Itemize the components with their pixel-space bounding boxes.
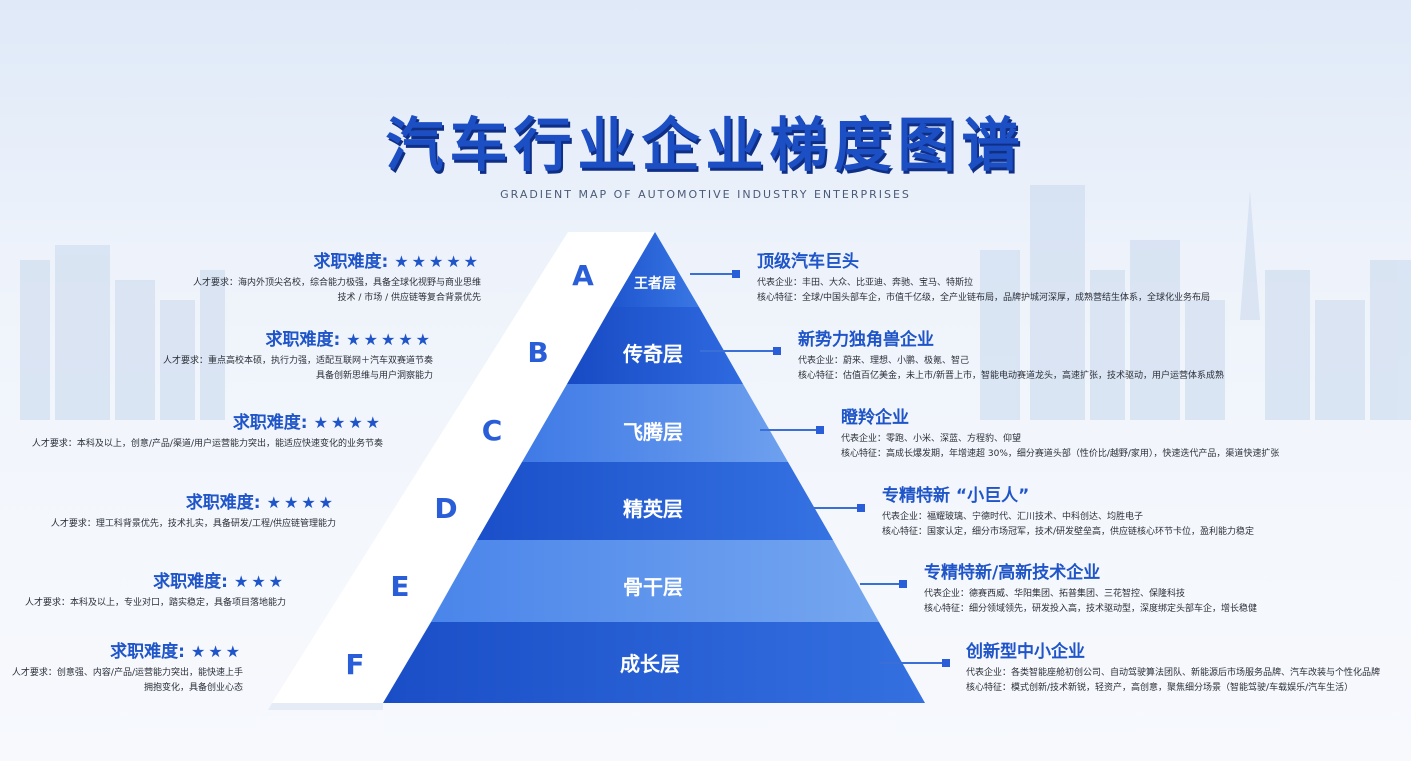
representatives-line: 代表企业：德赛西威、华阳集团、拓普集团、三花智控、保隆科技 [924,589,1186,599]
tier-b-description: 新势力独角兽企业 代表企业：蔚来、理想、小鹏、极氪、智己 核心特征：估值百亿美金… [798,325,1224,384]
requirement-line: 人才要求：本科及以上，创意/产品/渠道/用户运营能力突出，能适应快速变化的业务节… [31,439,383,449]
features-line: 核心特征：细分领域领先，研发投入高，技术驱动型，深度绑定头部车企，增长稳健 [924,604,1258,614]
difficulty-label: 求职难度: [110,642,185,662]
difficulty-label: 求职难度: [185,493,261,513]
tier-a-name: 王者层 [634,276,676,292]
requirement-line: 人才要求：本科及以上，专业对口，踏实稳定，具备项目落地能力 [24,598,286,608]
tier-c-description: 瞪羚企业 代表企业：零跑、小米、深蓝、方程豹、仰望 核心特征：高成长爆发期，年增… [841,403,1279,462]
features-line: 核心特征：高成长爆发期，年增速超 30%，细分赛道头部（性价比/越野/家用），快… [841,449,1280,459]
tier-e-name: 骨干层 [623,575,683,599]
representatives-line: 代表企业：各类智能座舱初创公司、自动驾驶算法团队、新能源后市场服务品牌、汽车改装… [966,668,1381,678]
tier-f-letter: F [345,648,364,681]
difficulty-stars: ★★★ [190,642,243,661]
difficulty-label: 求职难度: [265,330,341,350]
tier-c-requirements: 求职难度: ★★★★ 人才要求：本科及以上，创意/产品/渠道/用户运营能力突出，能… [32,408,383,452]
tier-a-letter: A [572,259,594,292]
requirement-line: 人才要求：海内外顶尖名校，综合能力极强，具备全球化视野与商业思维 [192,278,481,288]
tier-c-letter: C [482,414,503,447]
difficulty-label: 求职难度: [313,252,389,272]
representatives-line: 代表企业：零跑、小米、深蓝、方程豹、仰望 [841,434,1022,444]
requirement-line: 拥抱变化，具备创业心态 [143,683,243,693]
representatives-line: 代表企业：蔚来、理想、小鹏、极氪、智己 [798,356,970,366]
tier-a-requirements: 求职难度: ★★★★★ 人才要求：海内外顶尖名校，综合能力极强，具备全球化视野与商… [193,247,481,306]
page-title: 汽车行业企业梯度图谱 [385,111,1026,179]
tier-c-shape [522,384,788,462]
difficulty-stars: ★★★★★ [346,330,433,349]
difficulty-stars: ★★★★★ [394,252,481,271]
tier-c-name: 飞腾层 [623,420,683,444]
category-title: 专精特新/高新技术企业 [924,563,1101,583]
tier-b-shape [567,307,743,384]
requirement-line: 人才要求：创意强、内容/产品/运营能力突出，能快速上手 [11,668,243,678]
difficulty-label: 求职难度: [153,572,228,592]
tier-f-shape [383,622,925,703]
category-title: 新势力独角兽企业 [798,330,934,350]
category-title: 瞪羚企业 [841,408,909,428]
tier-e-description: 专精特新/高新技术企业 代表企业：德赛西威、华阳集团、拓普集团、三花智控、保隆科… [924,558,1257,617]
requirement-line: 人才要求：理工科背景优先，技术扎实，具备研发/工程/供应链管理能力 [50,519,336,529]
tier-a-description: 顶级汽车巨头 代表企业：丰田、大众、比亚迪、奔驰、宝马、特斯拉 核心特征：全球/… [757,247,1210,306]
tier-e-letter: E [390,570,409,603]
features-line: 核心特征：全球/中国头部车企，市值千亿级，全产业链布局，品牌护城河深厚，成熟营结… [757,293,1211,303]
tier-f-description: 创新型中小企业 代表企业：各类智能座舱初创公司、自动驾驶算法团队、新能源后市场服… [966,637,1380,696]
difficulty-stars: ★★★ [233,572,286,591]
connector-lines [690,270,950,667]
tier-b-requirements: 求职难度: ★★★★★ 人才要求：重点高校本硕，执行力强，适配互联网＋汽车双赛道节… [163,325,433,384]
tier-f-requirements: 求职难度: ★★★ 人才要求：创意强、内容/产品/运营能力突出，能快速上手 拥抱变… [12,637,243,696]
tier-d-name: 精英层 [623,497,683,521]
pyramid-left-wall [272,232,655,703]
requirement-line: 技术 / 市场 / 供应链等复合背景优先 [337,293,481,303]
features-line: 核心特征：国家认定，细分市场冠军，技术/研发壁垒高，供应链核心环节卡位，盈利能力… [882,527,1255,537]
tier-b-name: 传奇层 [622,342,683,366]
page-subtitle: GRADIENT MAP OF AUTOMOTIVE INDUSTRY ENTE… [500,188,911,201]
tier-d-shape [477,462,833,540]
tier-a-shape [611,232,699,307]
difficulty-stars: ★★★★ [266,493,336,512]
representatives-line: 代表企业：福耀玻璃、宁德时代、汇川技术、中科创达、均胜电子 [882,512,1144,522]
difficulty-label: 求职难度: [232,413,308,433]
difficulty-stars: ★★★★ [313,413,383,432]
features-line: 核心特征：模式创新/技术新锐，轻资产，高创意，聚焦细分场景（智能驾驶/车载娱乐/… [966,683,1354,693]
category-title: 顶级汽车巨头 [757,252,859,272]
requirement-line: 人才要求：重点高校本硕，执行力强，适配互联网＋汽车双赛道节奏 [162,356,433,366]
tier-d-description: 专精特新 “小巨人” 代表企业：福耀玻璃、宁德时代、汇川技术、中科创达、均胜电子… [882,481,1254,540]
tier-f-name: 成长层 [620,652,680,676]
tier-e-shape [431,540,879,622]
tier-e-requirements: 求职难度: ★★★ 人才要求：本科及以上，专业对口，踏实稳定，具备项目落地能力 [25,567,286,611]
tier-b-letter: B [527,336,548,369]
tier-d-requirements: 求职难度: ★★★★ 人才要求：理工科背景优先，技术扎实，具备研发/工程/供应链管… [51,488,336,532]
tier-d-letter: D [434,492,457,525]
representatives-line: 代表企业：丰田、大众、比亚迪、奔驰、宝马、特斯拉 [757,278,974,288]
requirement-line: 具备创新思维与用户洞察能力 [315,371,433,381]
category-title: 专精特新 “小巨人” [882,486,1030,506]
category-title: 创新型中小企业 [966,642,1085,662]
features-line: 核心特征：估值百亿美金，未上市/新晋上市，智能电动赛道龙头，高速扩张，技术驱动，… [798,371,1225,381]
